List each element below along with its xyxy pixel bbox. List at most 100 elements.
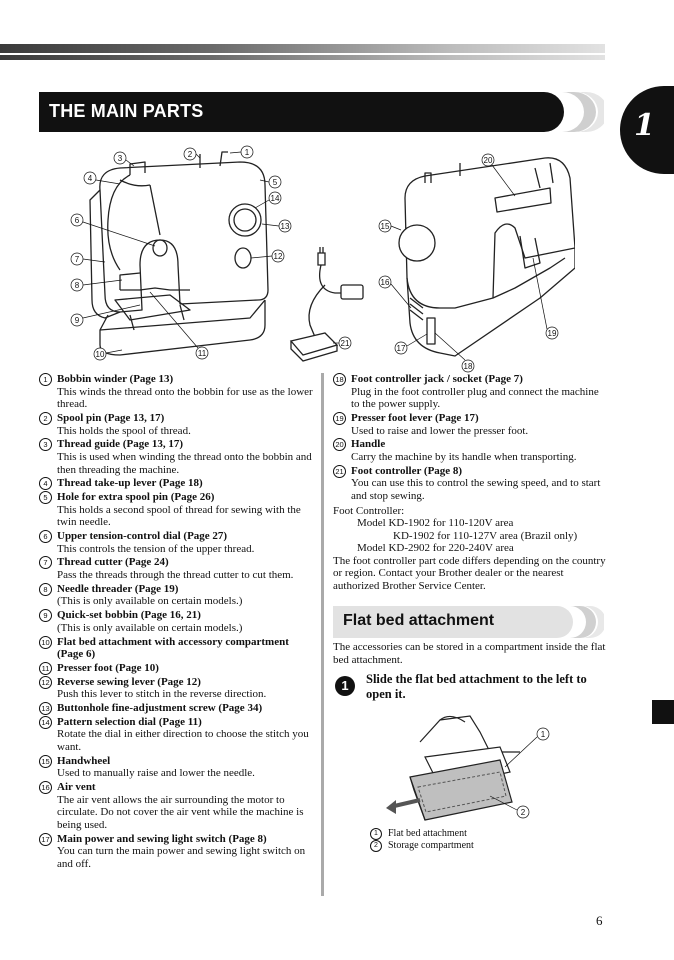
item-number: 4 [39, 477, 52, 491]
svg-text:14: 14 [271, 194, 280, 203]
item-number: 18 [333, 373, 346, 386]
header-gradient-bar [0, 44, 605, 60]
callout-9: 9 [70, 304, 141, 327]
caption-number: 1 [370, 828, 382, 840]
svg-text:6: 6 [75, 216, 80, 225]
item-desc: Push this lever to stitch in the reverse… [57, 688, 267, 701]
item-number: 6 [39, 530, 52, 544]
item-desc: This winds the thread onto the bobbin fo… [57, 385, 313, 411]
item-number: 1 [39, 373, 52, 386]
item-title: Presser foot (Page 10) [57, 661, 159, 674]
item-desc: Pass the threads through the thread cutt… [57, 569, 294, 582]
item-title: Needle threader (Page 19) [57, 582, 179, 595]
svg-text:11: 11 [198, 349, 207, 358]
flat-bed-intro: The accessories can be stored in a compa… [333, 641, 606, 666]
machine-back-illustration: 15 16 17 18 19 20 [378, 153, 575, 373]
list-item: 1 Bobbin winder (Page 13)This winds the t… [39, 373, 314, 411]
callout-15: 15 [378, 219, 402, 233]
main-title: THE MAIN PARTS [49, 101, 204, 121]
caption-storage: 2 Storage compartment [370, 840, 474, 852]
list-item: 17 Main power and sewing light switch (Pa… [39, 832, 314, 871]
item-number: 17 [39, 832, 52, 846]
callout-14: 14 [254, 191, 282, 209]
callout-11: 11 [149, 291, 209, 360]
item-title: Upper tension-control dial (Page 27) [57, 530, 228, 543]
item-desc: The air vent allows the air surrounding … [57, 793, 304, 831]
list-item: 12 Reverse sewing lever (Page 12)Push thi… [39, 675, 314, 701]
callout-8: 8 [70, 278, 123, 292]
foot-controller-model-3: Model KD-2902 for 220-240V area [357, 542, 514, 555]
item-number: 12 [39, 675, 52, 689]
callout-12: 12 [250, 249, 285, 263]
callout-1: 1 [504, 727, 550, 768]
item-desc: You can turn the main power and sewing l… [57, 845, 306, 870]
flat-bed-swoosh-decoration [570, 606, 604, 638]
item-desc: This is used when winding the thread ont… [57, 450, 312, 476]
svg-text:21: 21 [341, 339, 350, 348]
item-number: 20 [333, 438, 346, 452]
callout-19: 19 [532, 257, 559, 340]
title-swoosh-decoration [562, 92, 604, 132]
item-number: 11 [39, 661, 52, 675]
callout-6: 6 [70, 213, 156, 247]
callout-20: 20 [481, 153, 516, 197]
callout-4: 4 [83, 171, 121, 185]
callout-10: 10 [93, 347, 123, 361]
svg-text:19: 19 [548, 329, 557, 338]
list-item: 11 Presser foot (Page 10) [39, 661, 314, 675]
foot-controller-note: The foot controller part code differs de… [333, 554, 606, 593]
item-title: Air vent [57, 781, 96, 794]
item-title: Reverse sewing lever (Page 12) [57, 675, 201, 688]
column-divider [321, 373, 324, 896]
item-title: Pattern selection dial (Page 11) [57, 715, 202, 728]
parts-list-right: 18 Foot controller jack / socket (Page 7)… [333, 373, 609, 593]
foot-controller-model-1: Model KD-1902 for 110-120V area [357, 517, 514, 530]
svg-text:18: 18 [464, 362, 473, 371]
page-number: 6 [596, 913, 603, 928]
item-desc: Carry the machine by its handle when tra… [351, 450, 577, 463]
flat-bed-section-bar: Flat bed attachment [333, 606, 573, 638]
svg-text:2: 2 [188, 150, 193, 159]
caption-text: Storage compartment [388, 840, 474, 851]
item-title: Bobbin winder (Page 13) [57, 373, 174, 385]
item-number: 15 [39, 754, 52, 768]
callout-16: 16 [378, 275, 412, 309]
item-title: Foot controller jack / socket (Page 7) [351, 373, 523, 385]
callout-7: 7 [70, 252, 106, 266]
svg-text:1: 1 [245, 148, 250, 157]
item-title: Main power and sewing light switch (Page… [57, 832, 267, 845]
item-number: 10 [39, 635, 52, 649]
machine-front-illustration: 1 2 3 4 5 6 7 8 9 10 11 12 13 14 [70, 145, 292, 361]
item-number: 13 [39, 702, 52, 716]
item-desc: Rotate the dial in either direction to c… [57, 728, 309, 754]
callout-2: 2 [183, 147, 201, 161]
item-number: 9 [39, 609, 52, 623]
item-title: Hole for extra spool pin (Page 26) [57, 491, 215, 504]
step-number-badge: 1 [335, 676, 355, 696]
svg-text:17: 17 [397, 344, 406, 353]
callout-5: 5 [259, 175, 282, 189]
svg-text:5: 5 [273, 178, 278, 187]
callout-3: 3 [113, 151, 135, 167]
item-title: Flat bed attachment with accessory compa… [57, 635, 289, 661]
callout-18: 18 [434, 332, 475, 373]
svg-text:9: 9 [75, 316, 80, 325]
svg-text:10: 10 [96, 350, 105, 359]
caption-number: 2 [370, 840, 382, 852]
section-marker [652, 700, 674, 724]
svg-text:20: 20 [484, 156, 493, 165]
svg-text:3: 3 [118, 154, 123, 163]
item-title: Thread cutter (Page 24) [57, 556, 169, 569]
item-title: Handle [351, 438, 386, 451]
item-title: Buttonhole fine-adjustment screw (Page 3… [57, 702, 263, 715]
svg-text:7: 7 [75, 255, 80, 264]
